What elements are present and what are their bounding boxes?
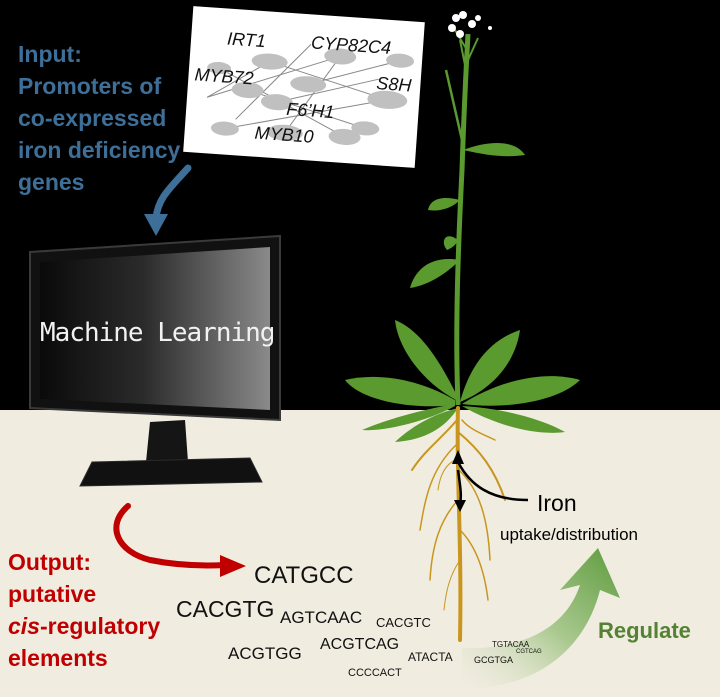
plant xyxy=(345,11,580,442)
computer-monitor xyxy=(29,234,281,487)
gene-network-card: IRT1 CYP82C4 MYB72 S8H F6’H1 MYB10 xyxy=(183,6,425,168)
motif-acgtcag: ACGTCAG xyxy=(320,636,400,653)
motif-cacgtc: CACGTC xyxy=(376,615,431,630)
gene-label-s8h: S8H xyxy=(375,73,413,96)
output-arrow-icon xyxy=(113,503,228,569)
motif-acgtgg: ACGTGG xyxy=(228,644,302,663)
regulatory-text: -regulatory xyxy=(39,613,161,639)
gene-label-myb10: MYB10 xyxy=(253,122,315,147)
cis-italic: cis xyxy=(8,613,40,639)
gene-network-graph xyxy=(206,44,415,146)
motif-gcgtga: GCGTGA xyxy=(474,655,514,665)
motif-atacta: ATACTA xyxy=(408,650,453,664)
output-arrowhead-icon xyxy=(220,555,246,577)
input-line-genes: genes xyxy=(18,169,85,195)
motif-ccccact: CCCCACT xyxy=(348,667,402,679)
iron-label: Iron xyxy=(537,490,577,516)
input-arrow-icon xyxy=(152,164,192,222)
gene-label-myb72: MYB72 xyxy=(193,64,255,89)
iron-arrow-icon xyxy=(456,461,529,506)
roots xyxy=(411,406,506,642)
output-line-cis-regulatory: cis-regulatory xyxy=(8,612,160,641)
monitor-screen-text: Machine Learning xyxy=(40,318,275,348)
gene-label-f6h1: F6’H1 xyxy=(285,98,336,123)
gene-label-irt1: IRT1 xyxy=(226,28,267,52)
regulate-label: Regulate xyxy=(598,618,691,643)
motif-cgtcag: CGTCAG xyxy=(516,649,542,655)
input-heading: Input: xyxy=(18,41,82,67)
input-arrowhead-icon xyxy=(144,214,168,236)
uptake-distribution-label: uptake/distribution xyxy=(500,525,638,544)
motif-tgtacaa: TGTACAA xyxy=(492,640,530,649)
motif-catgcc: CATGCC xyxy=(254,562,354,589)
input-line-promoters: Promoters of xyxy=(18,73,162,99)
output-line-putative: putative xyxy=(8,581,97,607)
motif-agtcaac: AGTCAAC xyxy=(280,608,363,627)
motif-cacgtg: CACGTG xyxy=(176,596,275,622)
output-heading: Output: xyxy=(8,549,92,575)
iron-arrowhead-down-icon xyxy=(454,500,466,512)
iron-arrowhead-up-icon xyxy=(452,450,464,464)
output-line-elements: elements xyxy=(8,645,108,671)
input-line-iron-deficiency: iron deficiency xyxy=(18,137,181,163)
input-line-coexpressed: co-expressed xyxy=(18,105,167,131)
regulate-arrow-icon xyxy=(462,548,620,689)
